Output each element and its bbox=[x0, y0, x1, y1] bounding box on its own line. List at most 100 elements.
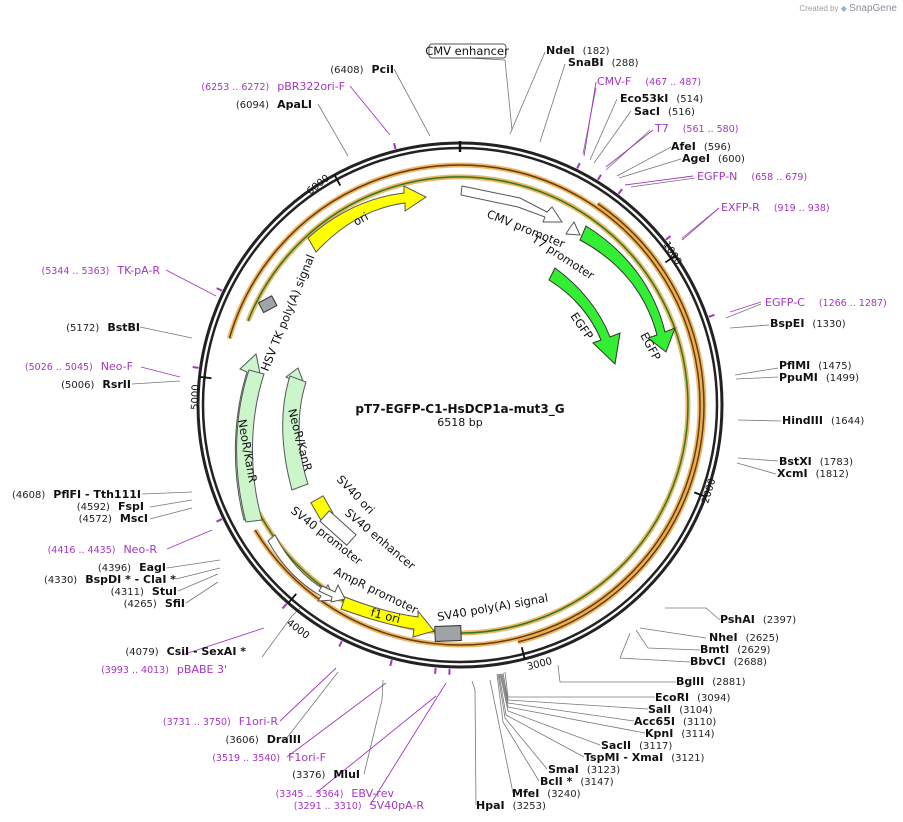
tick-label-4000: 4000 bbox=[284, 618, 311, 642]
enzyme-label[interactable]: NdeI(182) bbox=[546, 44, 610, 57]
neor-inner-body[interactable] bbox=[282, 375, 309, 491]
ori-arrow[interactable] bbox=[307, 185, 427, 253]
primer-label[interactable]: T7(561 .. 580) bbox=[654, 122, 738, 135]
enzyme-label[interactable]: BstXI(1783) bbox=[779, 455, 853, 468]
primer-labels: CMV-F(467 .. 487) T7(561 .. 580) EGFP-N(… bbox=[25, 75, 887, 812]
plasmid-name: pT7-EGFP-C1-HsDCP1a-mut3_G bbox=[355, 402, 564, 417]
enzyme-label[interactable]: (4608)PflFI - Tth111I bbox=[12, 488, 141, 501]
enzyme-label[interactable]: SmaI(3123) bbox=[548, 763, 620, 776]
enzyme-label[interactable]: BclI *(3147) bbox=[540, 775, 614, 788]
primer-label[interactable]: (3291 .. 3310)SV40pA-R bbox=[294, 799, 425, 812]
enzyme-label[interactable]: BbvCI(2688) bbox=[690, 655, 767, 668]
tick-mark bbox=[333, 174, 342, 186]
primer-bind-mark bbox=[216, 518, 223, 523]
primer-label[interactable]: (3345 .. 3364)EBV-rev bbox=[276, 787, 395, 800]
enzyme-label[interactable]: Acc65I(3110) bbox=[634, 715, 716, 728]
tick-marks bbox=[199, 174, 706, 660]
primer-bind-mark bbox=[597, 174, 602, 181]
snapgene-brand: Created by ◆ SnapGene bbox=[799, 3, 897, 14]
primer-label[interactable]: (3993 .. 4013)pBABE 3' bbox=[101, 663, 227, 676]
tick-mark bbox=[693, 491, 706, 498]
enzyme-label[interactable]: NheI(2625) bbox=[709, 631, 779, 644]
tick-label-5000: 5000 bbox=[190, 384, 202, 410]
enzyme-label[interactable]: EcoRI(3094) bbox=[655, 691, 731, 704]
primer-bind-mark bbox=[216, 287, 223, 292]
enzyme-label[interactable]: HpaI(3253) bbox=[476, 799, 546, 812]
ampr-promoter-arrow[interactable] bbox=[318, 583, 346, 603]
tick-mark bbox=[664, 254, 676, 264]
primer-bind-mark bbox=[617, 188, 623, 195]
enzyme-label[interactable]: HindIII(1644) bbox=[782, 414, 864, 427]
enzyme-label[interactable]: (3376)MluI bbox=[292, 768, 360, 781]
enzyme-label[interactable]: (4592)FspI bbox=[77, 500, 144, 513]
features bbox=[234, 185, 676, 642]
cmv-promoter-arrow[interactable] bbox=[460, 185, 563, 223]
enzyme-label[interactable]: SalI(3104) bbox=[648, 703, 713, 716]
primer-bind-mark bbox=[281, 603, 288, 610]
tick-mark bbox=[287, 593, 297, 604]
enzyme-label[interactable]: XcmI(1812) bbox=[777, 467, 849, 480]
enzyme-label[interactable]: PshAI(2397) bbox=[720, 613, 796, 626]
enzyme-label[interactable]: (6408)PciI bbox=[330, 63, 394, 76]
primer-label[interactable]: (3519 .. 3540)F1ori-F bbox=[212, 751, 326, 764]
enzyme-label[interactable]: PflMI(1475) bbox=[779, 359, 852, 372]
egfp-outer-arrow[interactable] bbox=[579, 225, 676, 353]
sv40-promoter-arrow[interactable] bbox=[267, 534, 336, 602]
primer-leader-lines bbox=[140, 81, 762, 806]
primer-label[interactable]: CMV-F(467 .. 487) bbox=[597, 75, 701, 88]
sv40-polya-box[interactable] bbox=[434, 625, 462, 642]
hsv-tk-polya-box[interactable] bbox=[257, 295, 278, 314]
primer-label[interactable]: (6253 .. 6272)pBR322ori-F bbox=[201, 80, 345, 93]
sv40-enhancer-box[interactable] bbox=[319, 510, 357, 546]
enzyme-label[interactable]: BspEI(1330) bbox=[770, 317, 846, 330]
tick-label-1000: 1000 bbox=[660, 240, 683, 267]
enzyme-label[interactable]: BglII(2881) bbox=[676, 675, 746, 688]
enzyme-label[interactable]: (4572)MscI bbox=[79, 512, 148, 525]
enzyme-label[interactable]: (4079)CsiI - SexAI * bbox=[125, 645, 246, 658]
primer-bind-mark bbox=[434, 667, 437, 674]
enzyme-labels: NdeI(182) SnaBI(288) Eco53kI(514) SacI(5… bbox=[12, 44, 864, 812]
neor-outer-body[interactable] bbox=[236, 369, 265, 523]
enzyme-label[interactable]: (3606)DraIII bbox=[225, 733, 301, 746]
cmv-enhancer-box[interactable] bbox=[428, 43, 507, 59]
enzyme-label[interactable]: AgeI(600) bbox=[682, 152, 745, 165]
enzyme-label[interactable]: (4311)StuI bbox=[111, 585, 177, 598]
enzyme-label[interactable]: BmtI(2629) bbox=[700, 643, 771, 656]
primer-bind-mark bbox=[708, 313, 715, 318]
enzyme-label[interactable]: (6094)ApaLI bbox=[236, 98, 312, 111]
primer-bind-mark bbox=[576, 162, 581, 169]
enzyme-label[interactable]: (4396)EagI bbox=[98, 561, 166, 574]
primer-label[interactable]: (3731 .. 3750)F1ori-R bbox=[163, 715, 278, 728]
enzyme-label[interactable]: SacII(3117) bbox=[601, 739, 672, 752]
ori-label: ori bbox=[351, 209, 371, 228]
egfp-inner-arrow[interactable] bbox=[548, 267, 621, 366]
enzyme-label[interactable]: SnaBI(288) bbox=[568, 56, 639, 69]
enzyme-label[interactable]: (5006)RsrII bbox=[61, 378, 131, 391]
primer-label[interactable]: (5344 .. 5363)TK-pA-R bbox=[42, 264, 161, 277]
enzyme-label[interactable]: (5172)BstBI bbox=[66, 321, 140, 334]
enzyme-label[interactable]: Eco53kI(514) bbox=[620, 92, 703, 105]
enzyme-label[interactable]: (4265)SfiI bbox=[124, 597, 185, 610]
primer-label[interactable]: EGFP-N(658 .. 679) bbox=[697, 170, 807, 183]
enzyme-label[interactable]: TspMI - XmaI(3121) bbox=[584, 751, 705, 764]
primer-bind-mark bbox=[665, 235, 672, 241]
tick-mark bbox=[520, 647, 526, 660]
orf-arc-core bbox=[228, 164, 701, 646]
hsv-tk-polya-label: HSV TK poly(A) signal bbox=[258, 252, 318, 373]
primer-label[interactable]: (4416 .. 4435)Neo-R bbox=[48, 543, 158, 556]
t7-promoter-arrow[interactable] bbox=[565, 221, 581, 236]
f1-ori-arrow[interactable] bbox=[340, 596, 435, 638]
enzyme-label[interactable]: MfeI(3240) bbox=[512, 787, 581, 800]
tick-mark bbox=[199, 375, 212, 380]
enzyme-label[interactable]: SacI(516) bbox=[634, 105, 695, 118]
primer-label[interactable]: EGFP-C(1266 .. 1287) bbox=[765, 296, 887, 309]
primer-label[interactable]: EXFP-R(919 .. 938) bbox=[721, 201, 830, 214]
primer-bind-mark bbox=[192, 366, 199, 369]
enzyme-label[interactable]: PpuMI(1499) bbox=[779, 371, 859, 384]
enzyme-label[interactable]: KpnI(3114) bbox=[645, 727, 715, 740]
enzyme-label[interactable]: AfeI(596) bbox=[671, 140, 731, 153]
enzyme-label[interactable]: (4330)BspDI * - ClaI * bbox=[44, 573, 176, 586]
primer-label[interactable]: (5026 .. 5045)Neo-F bbox=[25, 360, 133, 373]
primer-bind-mark bbox=[393, 142, 397, 150]
